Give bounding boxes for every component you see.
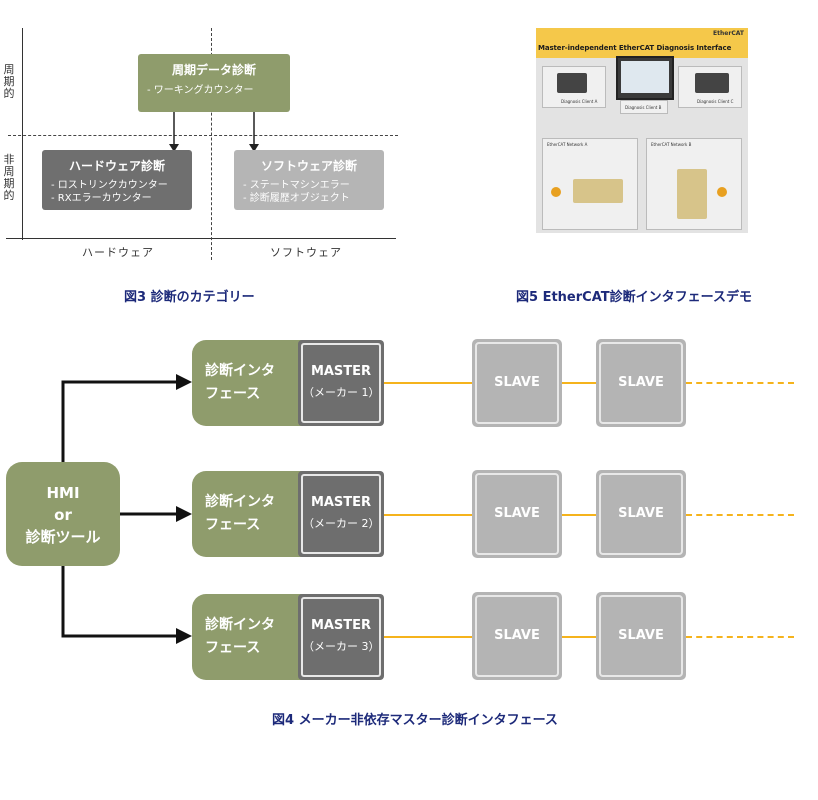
slave-label: SLAVE (599, 595, 683, 677)
client-c-tablet (695, 73, 729, 93)
network-a-devices (573, 179, 623, 203)
master-label: MASTER (310, 364, 372, 379)
hardware-diagnosis-box: ハードウェア診断 - ロストリンクカウンター - RXエラーカウンター (42, 150, 192, 210)
client-b-label: Diagnosis Client B (625, 105, 662, 110)
slave-box-row1-2: SLAVE (596, 339, 686, 427)
x-label-hardware: ハードウェア (82, 246, 154, 259)
client-c-panel: Diagnosis Client C (678, 66, 742, 108)
interface-label-line2: フェース (205, 517, 261, 533)
bus-master-slave-row2 (384, 514, 472, 516)
figure5-caption: 図5 EtherCAT診断インタフェースデモ (516, 290, 752, 305)
slave-label: SLAVE (599, 473, 683, 555)
client-a-panel: Diagnosis Client A (542, 66, 606, 108)
periodic-diagnosis-item: - ワーキングカウンター (147, 85, 254, 96)
slave-label: SLAVE (475, 473, 559, 555)
bus-master-slave-row1 (384, 382, 472, 384)
software-item-2: - 診断履歴オブジェクト (243, 193, 350, 204)
network-b-indicator (717, 187, 727, 197)
arrow-head-row3 (176, 628, 192, 644)
network-b-panel: EtherCAT Network B (646, 138, 742, 230)
maker-label: （メーカー 1） (303, 386, 380, 399)
software-diagnosis-box: ソフトウェア診断 - ステートマシンエラー - 診断履歴オブジェクト (234, 150, 384, 210)
hardware-item-1: - ロストリンクカウンター (51, 180, 168, 191)
hmi-link-row3 (61, 566, 178, 638)
slave-box-row3-2: SLAVE (596, 592, 686, 680)
arrow-head-row1 (176, 374, 192, 390)
interface-label-line1: 診断インタ (205, 617, 275, 633)
slave-label: SLAVE (475, 595, 559, 677)
hmi-link-row1 (61, 380, 178, 462)
bus-continuation-row1 (686, 382, 794, 384)
bus-slave-slave-row1 (562, 382, 596, 384)
interface-label-line1: 診断インタ (205, 363, 275, 379)
bus-slave-slave-row3 (562, 636, 596, 638)
bus-continuation-row3 (686, 636, 794, 638)
photo-banner-title: Master-independent EtherCAT Diagnosis In… (538, 44, 732, 52)
network-a-label: EtherCAT Network A (547, 142, 588, 147)
network-a-panel: EtherCAT Network A (542, 138, 638, 230)
master-label: MASTER (310, 618, 372, 633)
interface-label-line2: フェース (205, 386, 261, 402)
slave-box-row1-1: SLAVE (472, 339, 562, 427)
arrow-head-hardware (169, 144, 179, 152)
maker-label: （メーカー 3） (303, 640, 380, 653)
diagnosis-tool-label: 診断ツール (25, 528, 101, 546)
client-b-panel: Diagnosis Client B (620, 100, 668, 114)
slave-label: SLAVE (599, 342, 683, 424)
figure4-caption: 図4 メーカー非依存マスター診断インタフェース (272, 713, 558, 728)
interface-label-line2: フェース (205, 640, 261, 656)
hmi-or-label: or (54, 506, 72, 524)
slave-box-row2-2: SLAVE (596, 470, 686, 558)
monitor-screen (621, 61, 669, 93)
x-label-software: ソフトウェア (270, 246, 342, 259)
periodic-diagnosis-title: 周期データ診断 (171, 63, 256, 77)
demo-photo: EtherCAT Master-independent EtherCAT Dia… (536, 28, 748, 233)
network-b-label: EtherCAT Network B (651, 142, 692, 147)
monitor (616, 56, 674, 100)
client-c-label: Diagnosis Client C (697, 99, 734, 104)
y-axis (22, 28, 23, 240)
bus-master-slave-row3 (384, 636, 472, 638)
category-arrows (169, 112, 259, 152)
client-a-tablet (557, 73, 587, 93)
network-a-indicator (551, 187, 561, 197)
hardware-item-2: - RXエラーカウンター (51, 193, 152, 204)
software-item-1: - ステートマシンエラー (243, 180, 350, 191)
arrow-head-row2 (176, 506, 192, 522)
periodic-diagnosis-box: 周期データ診断 - ワーキングカウンター (138, 54, 290, 112)
slave-label: SLAVE (475, 342, 559, 424)
master-box-row3: MASTER （メーカー 3） (298, 594, 384, 680)
bus-slave-slave-row2 (562, 514, 596, 516)
x-axis (6, 238, 396, 239)
hmi-diagnosis-tool-box: HMI or 診断ツール (6, 462, 120, 566)
vertical-divider (211, 28, 212, 260)
hardware-diagnosis-title: ハードウェア診断 (68, 159, 165, 173)
hmi-label: HMI (46, 484, 80, 502)
photo-banner (536, 28, 748, 58)
y-label-aperiodic: 非周期的 (3, 153, 15, 202)
master-label: MASTER (310, 495, 372, 510)
slave-box-row3-1: SLAVE (472, 592, 562, 680)
photo-brand-logo: EtherCAT (713, 30, 744, 37)
software-diagnosis-title: ソフトウェア診断 (260, 159, 357, 173)
figure3-caption: 図3 診断のカテゴリー (124, 290, 255, 305)
y-label-periodic: 周期的 (3, 63, 15, 100)
arrow-head-software (249, 144, 259, 152)
horizontal-divider (8, 135, 398, 136)
photo-board: Diagnosis Client A Diagnosis Client B Di… (536, 56, 748, 233)
slave-box-row2-1: SLAVE (472, 470, 562, 558)
master-box-row2: MASTER （メーカー 2） (298, 471, 384, 557)
network-b-devices (677, 169, 707, 219)
interface-label-line1: 診断インタ (205, 494, 275, 510)
client-a-label: Diagnosis Client A (561, 99, 598, 104)
maker-label: （メーカー 2） (303, 517, 380, 530)
bus-continuation-row2 (686, 514, 794, 516)
master-box-row1: MASTER （メーカー 1） (298, 340, 384, 426)
